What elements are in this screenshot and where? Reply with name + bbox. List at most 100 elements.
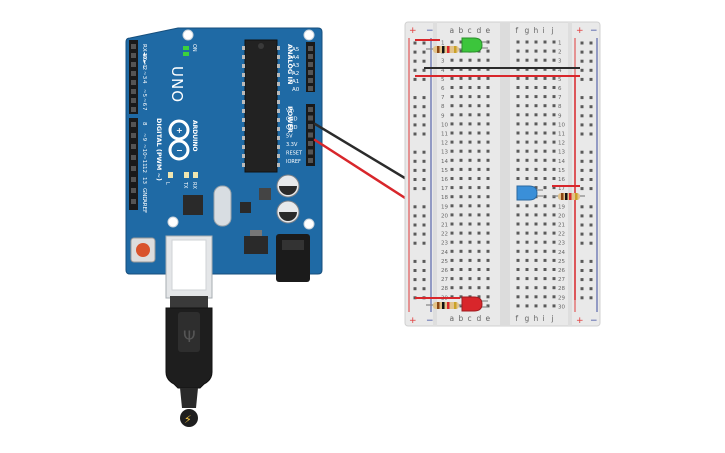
breadboard-hole[interactable] bbox=[525, 67, 529, 71]
breadboard-hole[interactable] bbox=[543, 213, 547, 217]
rail-hole[interactable] bbox=[413, 241, 417, 245]
breadboard-hole[interactable] bbox=[525, 277, 529, 281]
rail-hole[interactable] bbox=[580, 205, 584, 209]
breadboard-hole[interactable] bbox=[486, 177, 490, 180]
breadboard-hole[interactable] bbox=[468, 58, 472, 62]
breadboard-hole[interactable] bbox=[543, 122, 547, 126]
breadboard-hole[interactable] bbox=[477, 204, 481, 208]
rail-hole[interactable] bbox=[580, 159, 584, 163]
breadboard-hole[interactable] bbox=[543, 249, 547, 253]
breadboard-hole[interactable] bbox=[543, 40, 547, 44]
breadboard-hole[interactable] bbox=[450, 249, 454, 253]
breadboard-hole[interactable] bbox=[552, 167, 556, 171]
breadboard-hole[interactable] bbox=[468, 76, 472, 80]
breadboard-hole[interactable] bbox=[525, 249, 529, 253]
breadboard-hole[interactable] bbox=[450, 186, 454, 190]
breadboard-hole[interactable] bbox=[468, 95, 472, 99]
breadboard-hole[interactable] bbox=[486, 158, 490, 162]
breadboard-hole[interactable] bbox=[459, 158, 463, 162]
breadboard-hole[interactable] bbox=[516, 304, 520, 308]
breadboard-hole[interactable] bbox=[477, 213, 481, 217]
breadboard-hole[interactable] bbox=[486, 295, 490, 299]
breadboard-hole[interactable] bbox=[516, 49, 520, 53]
breadboard-hole[interactable] bbox=[525, 177, 529, 180]
breadboard-hole[interactable] bbox=[459, 40, 463, 44]
rail-hole[interactable] bbox=[580, 214, 584, 218]
breadboard-hole[interactable] bbox=[543, 268, 547, 271]
breadboard-hole[interactable] bbox=[459, 67, 463, 71]
rail-hole[interactable] bbox=[422, 77, 426, 81]
breadboard-hole[interactable] bbox=[552, 195, 556, 199]
breadboard-hole[interactable] bbox=[459, 149, 463, 153]
breadboard-hole[interactable] bbox=[477, 231, 481, 235]
rail-hole[interactable] bbox=[422, 287, 426, 291]
rail-hole[interactable] bbox=[413, 114, 417, 118]
rail-hole[interactable] bbox=[580, 241, 584, 245]
breadboard-hole[interactable] bbox=[552, 295, 556, 299]
breadboard-hole[interactable] bbox=[552, 249, 556, 253]
breadboard-hole[interactable] bbox=[477, 222, 481, 226]
breadboard-hole[interactable] bbox=[450, 177, 454, 180]
digital-pin-hole[interactable] bbox=[131, 155, 136, 160]
rail-hole[interactable] bbox=[580, 96, 584, 100]
breadboard-hole[interactable] bbox=[534, 58, 538, 62]
breadboard-hole[interactable] bbox=[459, 222, 463, 226]
breadboard-hole[interactable] bbox=[543, 49, 547, 53]
rail-hole[interactable] bbox=[580, 296, 584, 300]
digital-pin-hole[interactable] bbox=[131, 144, 136, 149]
breadboard-hole[interactable] bbox=[450, 222, 454, 226]
rail-hole[interactable] bbox=[580, 114, 584, 118]
rail-hole[interactable] bbox=[580, 123, 584, 127]
breadboard-hole[interactable] bbox=[534, 258, 538, 262]
breadboard-hole[interactable] bbox=[543, 104, 547, 108]
breadboard-hole[interactable] bbox=[450, 58, 454, 62]
breadboard-hole[interactable] bbox=[477, 195, 481, 199]
breadboard-hole[interactable] bbox=[477, 113, 481, 117]
breadboard-hole[interactable] bbox=[534, 240, 538, 244]
breadboard-hole[interactable] bbox=[552, 86, 556, 89]
rail-hole[interactable] bbox=[422, 59, 426, 63]
breadboard-hole[interactable] bbox=[543, 277, 547, 281]
breadboard-hole[interactable] bbox=[525, 213, 529, 217]
breadboard-hole[interactable] bbox=[459, 277, 463, 281]
breadboard-hole[interactable] bbox=[486, 258, 490, 262]
rail-hole[interactable] bbox=[589, 178, 593, 181]
rail-hole[interactable] bbox=[413, 77, 417, 81]
rail-hole[interactable] bbox=[413, 178, 417, 181]
breadboard-hole[interactable] bbox=[468, 195, 472, 199]
breadboard-hole[interactable] bbox=[477, 122, 481, 126]
rail-hole[interactable] bbox=[589, 123, 593, 127]
breadboard-hole[interactable] bbox=[459, 258, 463, 262]
breadboard-hole[interactable] bbox=[450, 104, 454, 108]
breadboard-hole[interactable] bbox=[450, 140, 454, 144]
rail-hole[interactable] bbox=[422, 105, 426, 109]
breadboard-hole[interactable] bbox=[468, 104, 472, 108]
rail-hole[interactable] bbox=[413, 96, 417, 100]
breadboard-hole[interactable] bbox=[525, 104, 529, 108]
breadboard-hole[interactable] bbox=[552, 113, 556, 117]
breadboard-hole[interactable] bbox=[450, 149, 454, 153]
breadboard-hole[interactable] bbox=[525, 76, 529, 80]
digital-pin-hole[interactable] bbox=[131, 53, 136, 58]
rail-hole[interactable] bbox=[589, 150, 593, 154]
rail-hole[interactable] bbox=[413, 123, 417, 127]
breadboard-hole[interactable] bbox=[486, 286, 490, 290]
usb-cable[interactable]: Ψ ⚡ bbox=[165, 296, 213, 427]
breadboard-hole[interactable] bbox=[543, 295, 547, 299]
breadboard-hole[interactable] bbox=[459, 177, 463, 180]
breadboard-hole[interactable] bbox=[468, 122, 472, 126]
breadboard-hole[interactable] bbox=[477, 286, 481, 290]
breadboard-hole[interactable] bbox=[468, 258, 472, 262]
rail-hole[interactable] bbox=[589, 114, 593, 118]
power-pin-hole[interactable] bbox=[308, 141, 313, 146]
breadboard-hole[interactable] bbox=[468, 268, 472, 271]
breadboard-hole[interactable] bbox=[450, 95, 454, 99]
breadboard-hole[interactable] bbox=[516, 295, 520, 299]
breadboard-hole[interactable] bbox=[534, 131, 538, 135]
breadboard-hole[interactable] bbox=[552, 204, 556, 208]
rail-hole[interactable] bbox=[422, 232, 426, 236]
breadboard-hole[interactable] bbox=[543, 304, 547, 308]
rail-hole[interactable] bbox=[589, 159, 593, 163]
breadboard-hole[interactable] bbox=[534, 177, 538, 180]
